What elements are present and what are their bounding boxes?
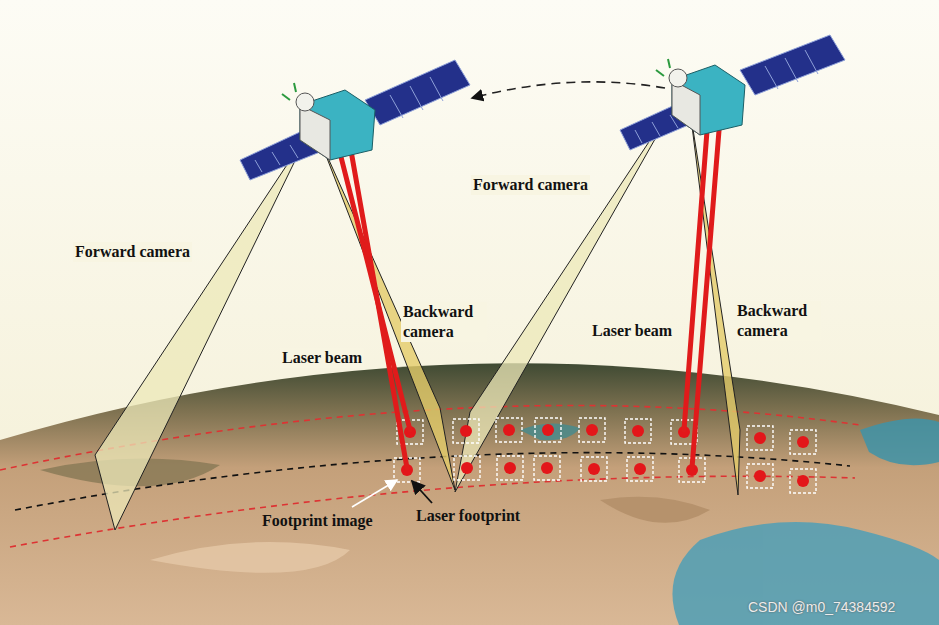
callout-label: Backward camera	[735, 301, 821, 341]
laser-footprint	[797, 475, 809, 487]
laser-beam	[692, 118, 720, 468]
backward-camera-cone	[690, 110, 740, 495]
laser-beam	[350, 145, 407, 468]
satellite	[240, 60, 470, 180]
track-edge	[10, 476, 855, 547]
laser-footprint	[586, 424, 598, 436]
footprint-image-frame	[534, 456, 560, 480]
laser-footprint	[503, 424, 515, 436]
footprint-image-frame	[747, 464, 773, 488]
laser-footprint	[634, 463, 646, 475]
laser-footprint	[754, 432, 766, 444]
laser-footprint	[504, 462, 516, 474]
callout-label: Laser beam	[590, 321, 674, 341]
laser-beam	[684, 118, 708, 430]
laser-beams	[338, 118, 720, 468]
footprint-image-frame	[627, 457, 653, 481]
footprint-image-frame	[790, 430, 816, 454]
laser-footprint	[632, 425, 644, 437]
watermark: CSDN @m0_74384592	[746, 597, 897, 617]
footprint-image-frame	[496, 418, 522, 442]
callout-label: Backward camera	[401, 302, 487, 342]
forward-camera-cone	[455, 95, 680, 492]
footprint-image-frame	[535, 418, 561, 442]
callout-label: Laser footprint	[414, 506, 522, 526]
leader-arrow	[412, 481, 432, 503]
footprint-image-frame	[579, 418, 605, 442]
satellite	[620, 35, 845, 150]
callout-label: Forward camera	[471, 175, 590, 195]
footprint-image-frame	[790, 469, 816, 493]
laser-footprint	[461, 462, 473, 474]
footprint-image-frame	[454, 456, 480, 480]
terrain	[40, 418, 939, 625]
callout-label: Forward camera	[73, 242, 192, 262]
footprint-image-frame	[747, 426, 773, 450]
footprint-image-frame	[625, 419, 651, 443]
footprint-image-frame	[581, 457, 607, 481]
laser-footprint	[460, 425, 472, 437]
footprint-image-frame	[497, 456, 523, 480]
footprint-image-frame	[453, 419, 479, 443]
callout-label: Footprint image	[260, 511, 375, 531]
forward-camera-cone	[95, 130, 310, 530]
laser-footprint	[797, 436, 809, 448]
laser-footprint	[542, 424, 554, 436]
laser-footprint	[754, 470, 766, 482]
laser-footprint	[588, 463, 600, 475]
orbit-arrow	[472, 82, 665, 98]
laser-footprint	[541, 462, 553, 474]
callout-label: Laser beam	[280, 348, 364, 368]
footprints	[394, 418, 816, 493]
leader-arrow	[352, 480, 397, 507]
